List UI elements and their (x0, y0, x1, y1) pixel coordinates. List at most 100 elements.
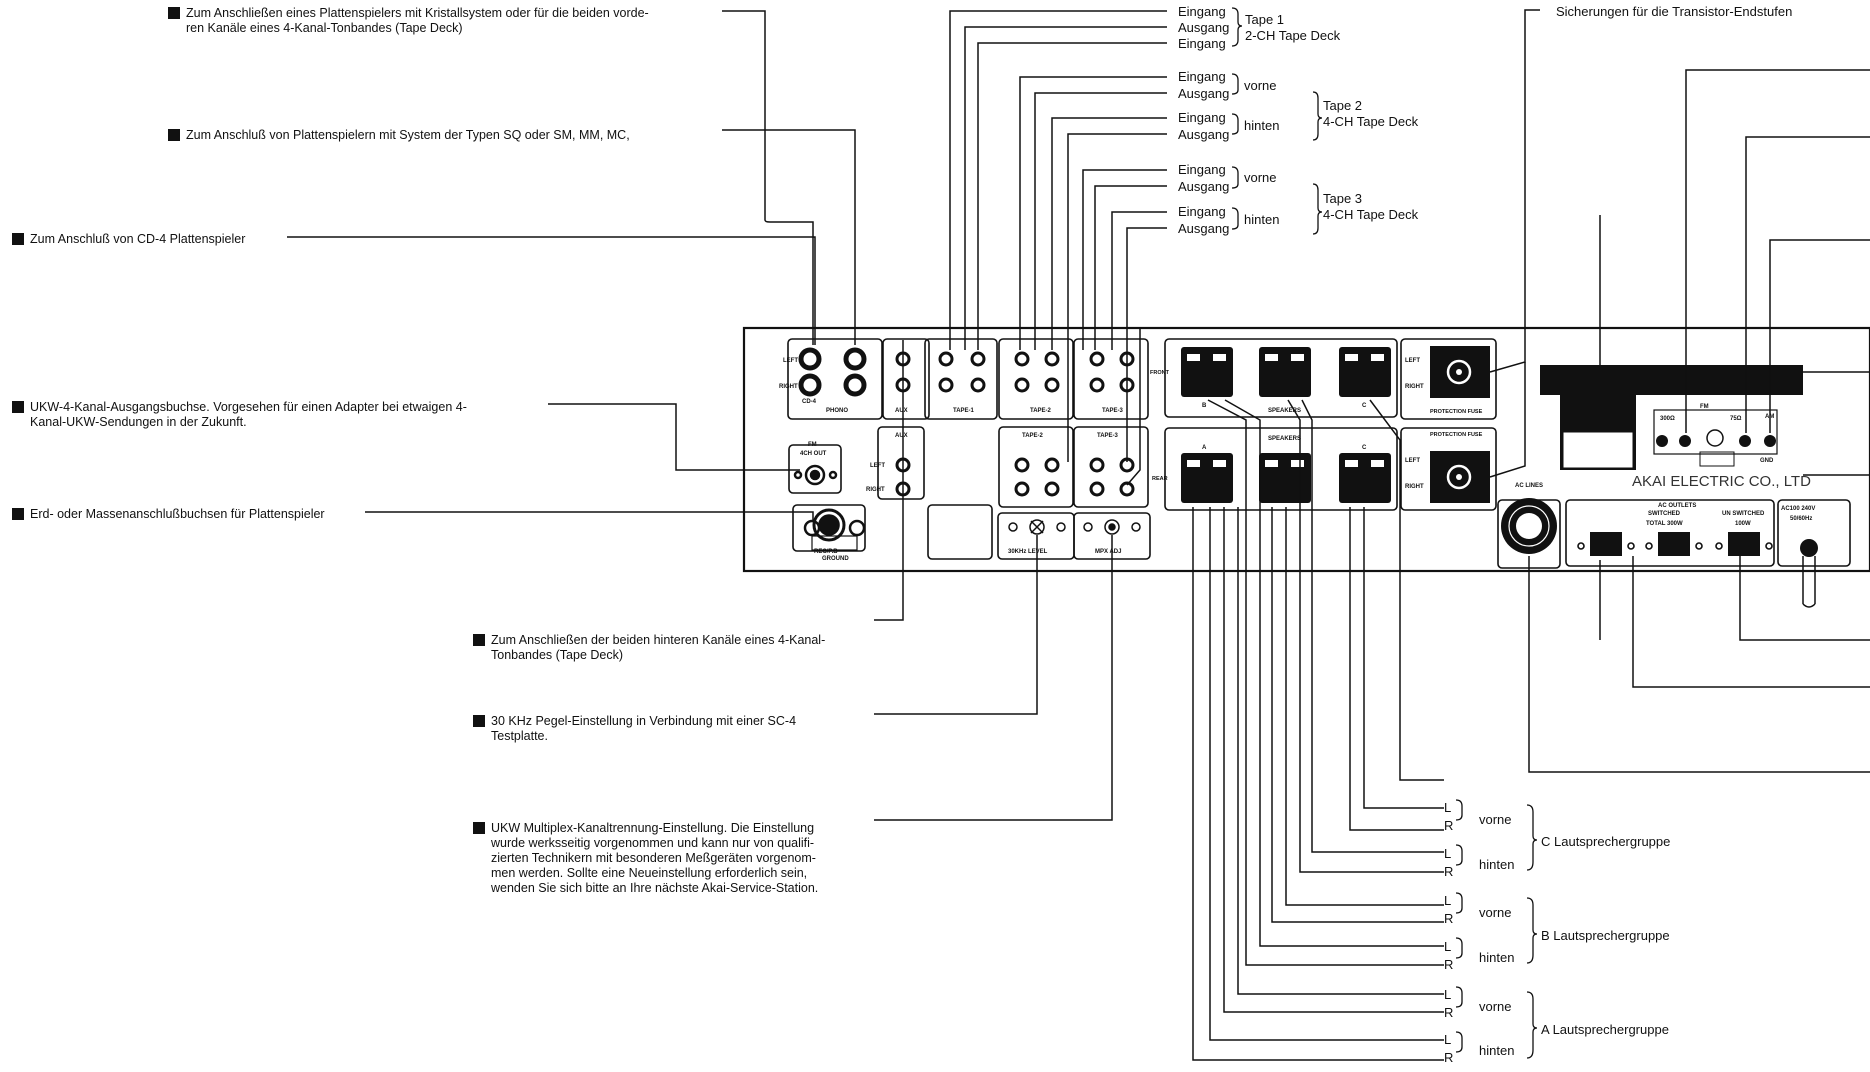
leader-lines (287, 9, 1870, 1061)
label-vorne: vorne (1479, 999, 1512, 1014)
label-eingang: Eingang (1178, 162, 1226, 177)
svg-text:FRONT: FRONT (1150, 370, 1170, 376)
label-eingang: Eingang (1178, 69, 1226, 84)
label-tape2-sub: 4-CH Tape Deck (1323, 114, 1419, 129)
label-r: R (1444, 1005, 1454, 1020)
label-eingang: Eingang (1178, 110, 1226, 125)
annotation-sq-phono: Zum Anschluß von Plattenspielern mit Sys… (168, 128, 728, 143)
akai-maker-label: AKAI ELECTRIC CO., LTD (1632, 473, 1811, 490)
label-l: L (1444, 1032, 1452, 1047)
label-r: R (1444, 1050, 1454, 1065)
svg-text:UN SWITCHED: UN SWITCHED (1722, 511, 1765, 517)
label-ausgang: Ausgang (1178, 86, 1230, 101)
bullet-square-icon (473, 822, 485, 834)
label-vorne: vorne (1244, 78, 1277, 93)
annotation-cd4: Zum Anschluß von CD-4 Plattenspieler (12, 232, 292, 247)
svg-text:C: C (1362, 403, 1367, 409)
label-tape1-sub: 2-CH Tape Deck (1245, 28, 1341, 43)
label-l: L (1444, 846, 1452, 861)
label-hinten: hinten (1479, 950, 1515, 965)
svg-text:TAPE-2: TAPE-2 (1022, 433, 1044, 439)
label-ausgang: Ausgang (1178, 179, 1230, 194)
rear-panel: LEFT RIGHT CD-4 PHONO AUX TAPE-1 TAPE-2 … (742, 326, 1870, 608)
svg-text:4CH OUT: 4CH OUT (800, 451, 827, 457)
bullet-square-icon (12, 233, 24, 245)
label-r: R (1444, 818, 1454, 833)
svg-text:AC OUTLETS: AC OUTLETS (1658, 503, 1696, 509)
tape1-jacks[interactable] (938, 351, 986, 393)
ac-lines-fuse[interactable] (1501, 498, 1557, 554)
svg-text:AUX: AUX (895, 433, 908, 439)
bullet-square-icon (12, 401, 24, 413)
svg-text:RIGHT: RIGHT (779, 384, 798, 390)
annotation-ground: Erd- oder Massenanschlußbuchsen für Plat… (12, 507, 372, 522)
mpx-adj-pot[interactable] (1083, 519, 1141, 535)
annotation-mpx: UKW Multiplex-Kanaltrennung-Einstellung.… (473, 821, 878, 896)
svg-text:FM: FM (808, 442, 817, 448)
label-ausgang: Ausgang (1178, 20, 1230, 35)
svg-text:MPX ADJ: MPX ADJ (1095, 549, 1121, 555)
protection-fuse-rear[interactable] (1430, 451, 1490, 503)
svg-text:SPEAKERS: SPEAKERS (1268, 436, 1301, 442)
label-fuse-sicherungen: Sicherungen für die Transistor-Endstufen (1556, 4, 1793, 19)
svg-text:AC LINES: AC LINES (1515, 483, 1543, 489)
label-hinten: hinten (1244, 212, 1280, 227)
label-eingang: Eingang (1178, 4, 1226, 19)
bullet-square-icon (473, 715, 485, 727)
antenna-heatsink (1540, 365, 1803, 470)
tape2-front-jacks[interactable] (1014, 351, 1060, 393)
tape2-rear-jacks[interactable] (1014, 457, 1060, 497)
label-ausgang: Ausgang (1178, 127, 1230, 142)
bullet-square-icon (168, 7, 180, 19)
protection-fuse-front[interactable] (1430, 346, 1490, 398)
svg-text:LEFT: LEFT (1405, 458, 1420, 464)
svg-text:75Ω: 75Ω (1730, 416, 1742, 422)
svg-text:CD-4: CD-4 (802, 399, 817, 405)
svg-text:REAR: REAR (1152, 476, 1168, 482)
label-tape1: Tape 1 (1245, 12, 1285, 27)
svg-text:RIGHT: RIGHT (1405, 384, 1424, 390)
label-eingang: Eingang (1178, 204, 1226, 219)
label-l: L (1444, 987, 1452, 1002)
svg-text:SPEAKERS: SPEAKERS (1268, 408, 1301, 414)
svg-text:RIGHT: RIGHT (1405, 484, 1424, 490)
svg-text:LEFT: LEFT (783, 358, 798, 364)
svg-text:AC100 240V: AC100 240V (1781, 506, 1815, 512)
annotation-rear-tape: Zum Anschließen der beiden hinteren Kanä… (473, 633, 878, 663)
label-eingang: Eingang (1178, 36, 1226, 51)
label-l: L (1444, 800, 1452, 815)
svg-text:LEFT: LEFT (870, 463, 885, 469)
phono-jacks[interactable] (798, 347, 867, 397)
svg-text:TAPE-3: TAPE-3 (1102, 408, 1124, 414)
svg-text:B: B (1202, 403, 1207, 409)
svg-text:FM: FM (1700, 404, 1709, 410)
label-l: L (1444, 939, 1452, 954)
label-hinten: hinten (1479, 1043, 1515, 1058)
ac-outlets[interactable] (1577, 532, 1773, 556)
label-b-group: B Lautsprechergruppe (1541, 928, 1670, 943)
svg-text:30KHz LEVEL: 30KHz LEVEL (1008, 549, 1048, 555)
rec-pb-din-socket[interactable] (812, 508, 846, 542)
svg-text:RIGHT: RIGHT (866, 487, 885, 493)
tape-braces (1231, 7, 1323, 235)
svg-text:SWITCHED: SWITCHED (1648, 511, 1681, 517)
label-tape2: Tape 2 (1323, 98, 1363, 113)
svg-text:GROUND: GROUND (822, 556, 849, 562)
label-tape3: Tape 3 (1323, 191, 1363, 206)
power-cord (1800, 539, 1818, 608)
svg-text:PROTECTION FUSE: PROTECTION FUSE (1430, 432, 1483, 438)
bullet-square-icon (168, 129, 180, 141)
fm-4ch-out-jack[interactable] (793, 464, 838, 486)
svg-text:A: A (1202, 445, 1207, 451)
svg-text:GND: GND (1760, 458, 1774, 464)
label-l: L (1444, 893, 1452, 908)
speaker-terminals[interactable] (1181, 347, 1391, 503)
label-hinten: hinten (1244, 118, 1280, 133)
svg-text:REC/P.B: REC/P.B (814, 549, 838, 555)
tape3-rear-jacks[interactable] (1089, 457, 1135, 497)
label-tape3-sub: 4-CH Tape Deck (1323, 207, 1419, 222)
level-30khz-pot[interactable] (1008, 519, 1066, 535)
label-r: R (1444, 957, 1454, 972)
svg-text:TOTAL 300W: TOTAL 300W (1646, 521, 1683, 527)
label-hinten: hinten (1479, 857, 1515, 872)
